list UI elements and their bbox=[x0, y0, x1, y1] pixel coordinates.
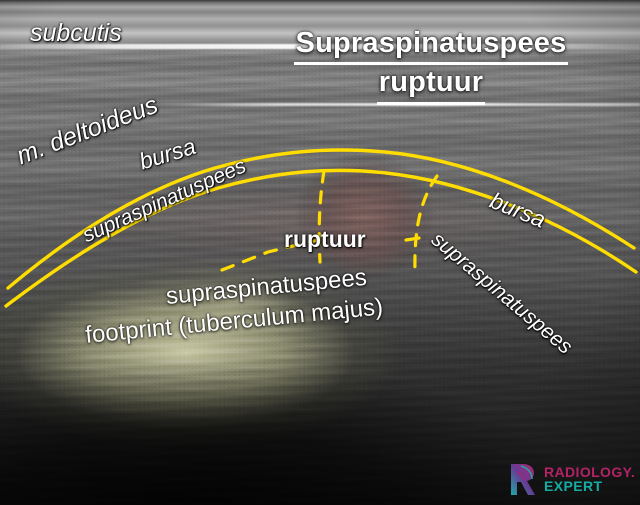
title-line-1: Supraspinatuspees bbox=[293, 26, 569, 66]
subcutis-layer-bands bbox=[0, 0, 640, 46]
subcutis-deltoid-interface bbox=[0, 44, 640, 49]
title-line-2: ruptuur bbox=[376, 65, 486, 105]
watermark-logo: RADIOLOGY. EXPERT bbox=[508, 462, 635, 496]
rupture-right-border-dashed bbox=[413, 174, 439, 274]
image-title: Supraspinatuspees ruptuur bbox=[236, 26, 626, 105]
rupture-pointer-dash bbox=[404, 236, 421, 242]
bursa-outer-marker-line bbox=[6, 148, 636, 290]
watermark-text: RADIOLOGY. EXPERT bbox=[544, 465, 635, 493]
rupture-inferior-border-dashed bbox=[220, 238, 320, 272]
bursa-inner-marker-line bbox=[4, 168, 638, 308]
watermark-word-expert: EXPERT bbox=[544, 478, 603, 494]
watermark-word-radiology: RADIOLOGY. bbox=[544, 464, 636, 480]
rupture-left-border-dashed bbox=[317, 169, 326, 264]
radiology-expert-r-mark-icon bbox=[511, 464, 535, 495]
